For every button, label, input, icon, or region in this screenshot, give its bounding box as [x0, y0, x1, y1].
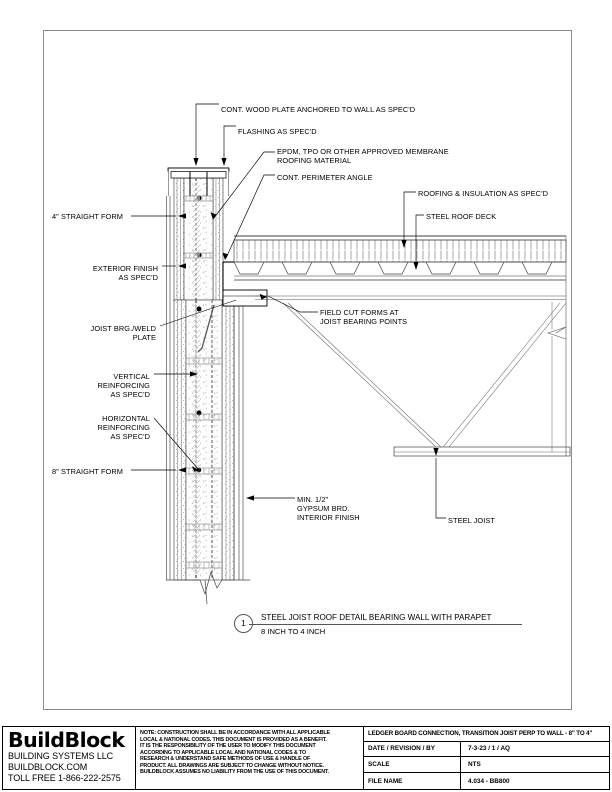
field-value: 7-3-23 / 1 / AQ	[461, 742, 609, 757]
annotation-four-inch-straight-form: 4" STRAIGHT FORM	[52, 212, 124, 221]
field-value: 4.034 - BB800	[461, 773, 609, 789]
field-row-date-revision: DATE / REVISION / BY 7-3-23 / 1 / AQ	[364, 741, 609, 758]
annotation-roofing-insulation: ROOFING & INSULATION AS SPEC'D	[418, 189, 548, 198]
field-value-text: 7-3-23 / 1 / AQ	[468, 745, 511, 753]
disclaimer-line: NOTE: CONSTRUCTION SHALL BE IN ACCORDANC…	[140, 730, 330, 736]
annotation-joist-brg-weld-plate: JOIST BRG./WELD PLATE	[90, 324, 156, 343]
title-block-disclaimer: NOTE: CONSTRUCTION SHALL BE IN ACCORDANC…	[136, 727, 364, 789]
disclaimer-line: LOCAL & NATIONAL CODES. THIS DOCUMENT IS…	[140, 736, 327, 743]
field-row-file-name: FILE NAME 4.034 - BB800	[364, 773, 609, 790]
disclaimer-line: BUILDBLOCK ASSUMES NO LIABILITY FROM THE…	[140, 769, 329, 776]
title-block-logo: BuildBlock BUILDING SYSTEMS LLC BUILDBLO…	[3, 727, 136, 789]
disclaimer-line: ACCORDING TO APPLICABLE LOCAL AND NATION…	[140, 749, 307, 756]
field-value: NTS	[461, 757, 609, 772]
disclaimer-line: IT IS THE RESPONSIBILITY OF THE USER TO …	[140, 743, 316, 750]
annotation-exterior-finish: EXTERIOR FINISH AS SPEC'D	[92, 264, 158, 283]
field-label: FILE NAME	[364, 773, 461, 790]
detail-callout-title: STEEL JOIST ROOF DETAIL BEARING WALL WIT…	[261, 613, 492, 622]
annotation-gypsum-board: MIN. 1/2" GYPSUM BRD. INTERIOR FINISH	[297, 495, 360, 523]
annotation-steel-joist: STEEL JOIST	[448, 516, 495, 525]
sheet-title-row: LEDGER BOARD CONNECTION, TRANSITION JOIS…	[364, 727, 609, 742]
annotation-field-cut-forms: FIELD CUT FORMS AT JOIST BEARING POINTS	[320, 308, 408, 327]
annotation-epdm-membrane: EPDM, TPO OR OTHER APPROVED MEMBRANE ROO…	[277, 147, 449, 166]
disclaimer-line: RESEARCH & UNDERSTAND SAFE METHODS OF US…	[140, 756, 311, 763]
brand-website: BUILDBLOCK.COM	[8, 762, 88, 772]
detail-callout-number-text: 1	[241, 619, 246, 628]
field-value-text: NTS	[468, 761, 481, 769]
field-label: SCALE	[364, 757, 461, 773]
annotation-eight-inch-straight-form: 8" STRAIGHT FORM	[52, 467, 124, 476]
detail-callout-subtitle: 8 INCH TO 4 INCH	[261, 627, 326, 636]
field-label: DATE / REVISION / BY	[364, 741, 461, 757]
annotation-flashing: FLASHING AS SPEC'D	[238, 127, 317, 136]
annotation-cont-wood-plate: CONT. WOOD PLATE ANCHORED TO WALL AS SPE…	[221, 105, 416, 114]
annotation-horizontal-reinforcing: HORIZONTAL REINFORCING AS SPEC'D	[97, 414, 150, 442]
title-block-fields: LEDGER BOARD CONNECTION, TRANSITION JOIS…	[364, 727, 609, 790]
field-label-text: SCALE	[368, 761, 390, 769]
disclaimer-line: PRODUCT. ALL DRAWINGS ARE SUBJECT TO CHA…	[140, 762, 324, 769]
detail-callout-number: 1	[234, 614, 253, 633]
brand-phone: TOLL FREE 1-866-222-2575	[8, 773, 121, 783]
detail-callout-rule	[249, 624, 522, 625]
annotation-cont-perimeter-angle: CONT. PERIMETER ANGLE	[277, 173, 373, 182]
title-block: BuildBlock BUILDING SYSTEMS LLC BUILDBLO…	[2, 726, 610, 790]
field-value-text: 4.034 - BB800	[468, 777, 510, 785]
brand-name: BuildBlock	[8, 728, 125, 752]
annotation-steel-roof-deck: STEEL ROOF DECK	[426, 212, 497, 221]
brand-subtitle: BUILDING SYSTEMS LLC	[8, 751, 114, 761]
sheet-title: LEDGER BOARD CONNECTION, TRANSITION JOIS…	[368, 730, 593, 738]
drawing-border	[43, 30, 572, 710]
field-label-text: DATE / REVISION / BY	[368, 745, 435, 753]
annotation-vertical-reinforcing: VERTICAL REINFORCING AS SPEC'D	[97, 372, 150, 400]
field-row-scale: SCALE NTS	[364, 757, 609, 774]
field-label-text: FILE NAME	[368, 777, 403, 785]
